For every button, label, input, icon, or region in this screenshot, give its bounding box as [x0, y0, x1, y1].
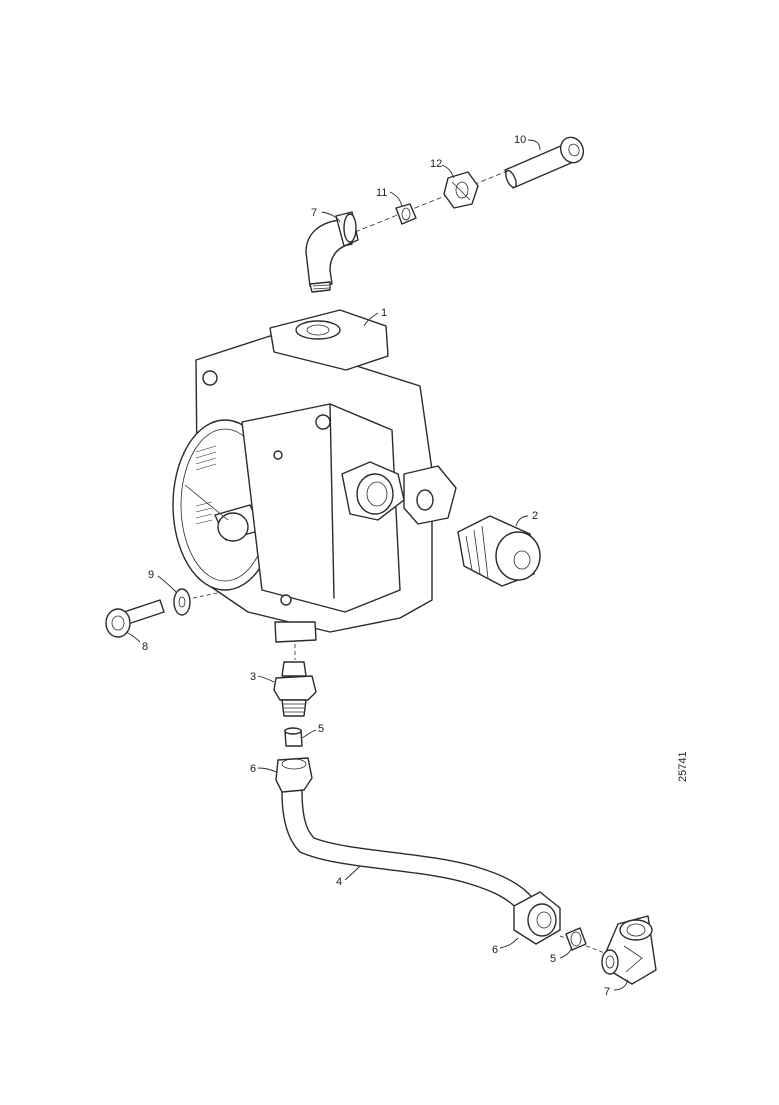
callout-6-upper: 6: [250, 763, 256, 775]
callout-3: 3: [250, 671, 256, 683]
callout-4: 4: [336, 876, 342, 888]
elbow-lower-part: [601, 915, 657, 985]
drawing-reference-number: 25741: [677, 751, 689, 782]
small-seal-part: [395, 203, 417, 225]
pump-body: [172, 309, 457, 643]
callout-7-upper: 7: [311, 207, 317, 219]
callout-1: 1: [381, 307, 387, 319]
callout-12: 12: [430, 158, 442, 170]
union-nut-part: [443, 171, 479, 209]
cable-gland-part: [457, 515, 541, 587]
callout-5-upper: 5: [318, 723, 324, 735]
callout-11: 11: [376, 187, 387, 199]
callout-7-lower: 7: [604, 986, 610, 998]
pipe-assembly: [275, 757, 561, 945]
seal-lower-part: [565, 927, 587, 951]
callout-8: 8: [142, 641, 148, 653]
callout-10: 10: [514, 134, 526, 146]
connector-part: [273, 661, 317, 717]
callout-6-lower: 6: [492, 944, 498, 956]
seal-upper-part: [284, 727, 303, 747]
callout-5-lower: 5: [550, 953, 556, 965]
bolt-part: [105, 599, 165, 638]
callout-2: 2: [532, 510, 538, 522]
callout-labels: 10 12 11 7 1 2 9 8 3 5 6 4 6 5 7: [142, 134, 610, 998]
washer-part: [173, 588, 191, 616]
leader-lines: [125, 139, 629, 991]
elbow-upper-part: [305, 211, 359, 293]
screw-part: [504, 136, 585, 189]
callout-9: 9: [148, 569, 154, 581]
